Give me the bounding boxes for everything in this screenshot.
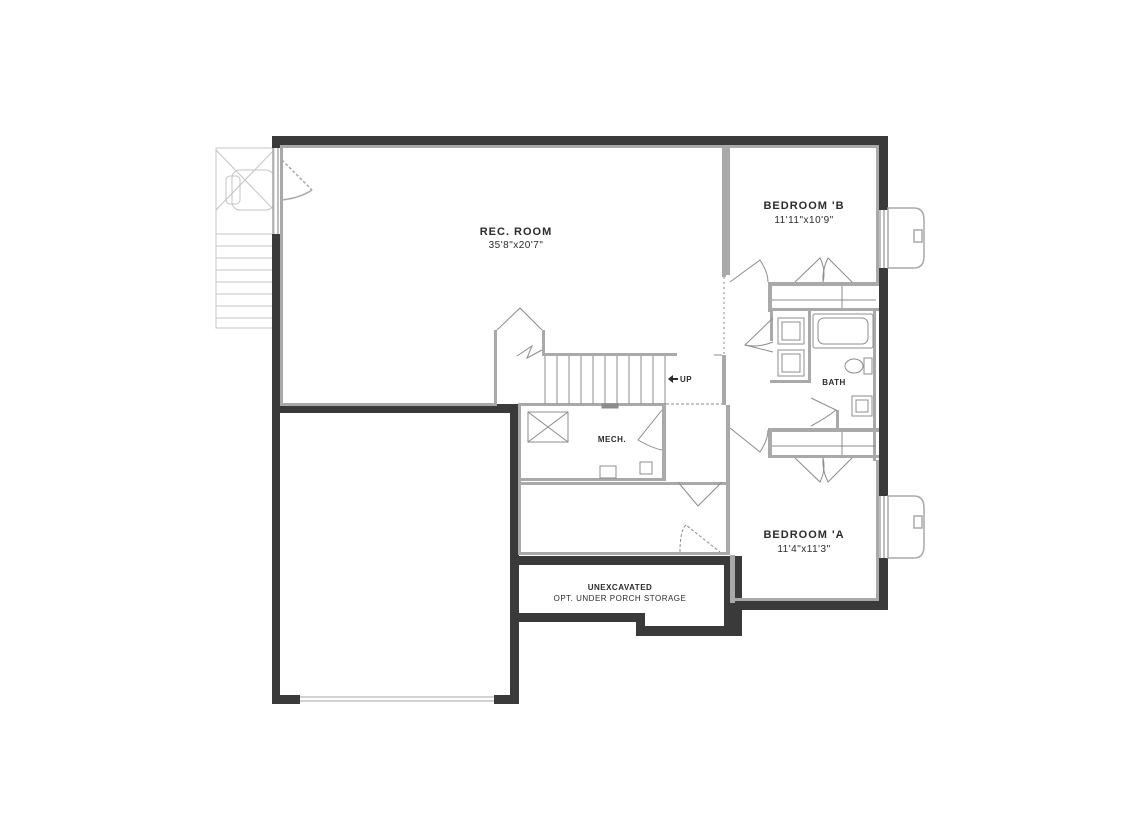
door-swings (637, 257, 853, 553)
mech-name: MECH. (598, 435, 626, 444)
interior-stair (496, 307, 722, 405)
rec-room-dims: 35'8"x20'7" (489, 240, 544, 251)
window-bays (879, 207, 925, 559)
left-window (272, 148, 313, 234)
bedroom-a-dims: 11'4"x11'3" (777, 544, 830, 555)
unexcavated-name: UNEXCAVATED (588, 583, 653, 592)
exterior-walls (272, 136, 888, 704)
exterior-stair (215, 147, 275, 329)
interior-walls (280, 145, 879, 603)
rec-room-name: REC. ROOM (480, 226, 553, 238)
arrow-left-icon (668, 375, 678, 383)
unexcavated-note: OPT. UNDER PORCH STORAGE (554, 594, 687, 603)
bedroom-b-name: BEDROOM 'B (763, 200, 844, 212)
fixtures (527, 286, 876, 479)
bedroom-a-name: BEDROOM 'A (763, 529, 844, 541)
room-labels: REC. ROOM 35'8"x20'7" BEDROOM 'B 11'11"x… (480, 200, 846, 603)
bath-name: BATH (822, 378, 846, 387)
stair-up-label: UP (680, 375, 692, 384)
garage-door (300, 696, 494, 702)
bedroom-b-dims: 11'11"x10'9" (774, 215, 833, 226)
stair-up-marker: UP (668, 375, 692, 384)
